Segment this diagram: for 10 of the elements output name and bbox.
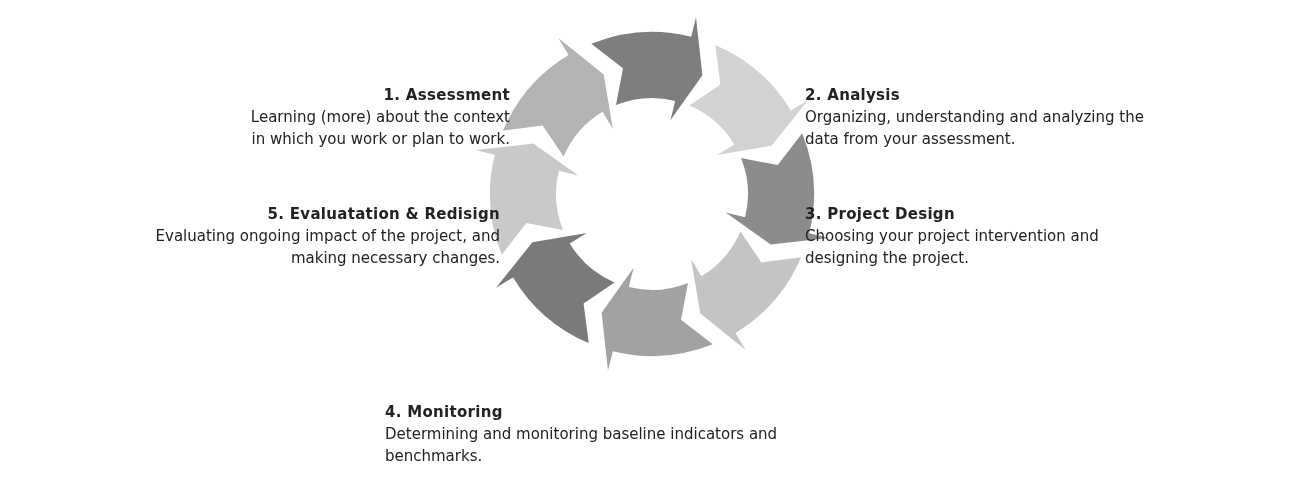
step-heading: 5. Evaluatation & Redisign	[266, 204, 500, 225]
step-heading: 1. Assessment	[382, 85, 510, 106]
step-description: Determining and monitoring baseline indicators and benchmarks.	[385, 424, 779, 467]
step-heading: 4. Monitoring	[385, 402, 504, 423]
step-description: Evaluating ongoing impact of the project, and making necessary changes.	[154, 226, 500, 269]
step-description: Organizing, understanding and analyzing the data from your assessment.	[805, 107, 1145, 150]
step-description: Learning (more) about the context in which you work or plan to work.	[250, 107, 510, 150]
step-heading: 3. Project Design	[805, 204, 956, 225]
step-description: Choosing your project intervention and designing the project.	[805, 226, 1100, 269]
step-heading: 2. Analysis	[805, 85, 901, 106]
